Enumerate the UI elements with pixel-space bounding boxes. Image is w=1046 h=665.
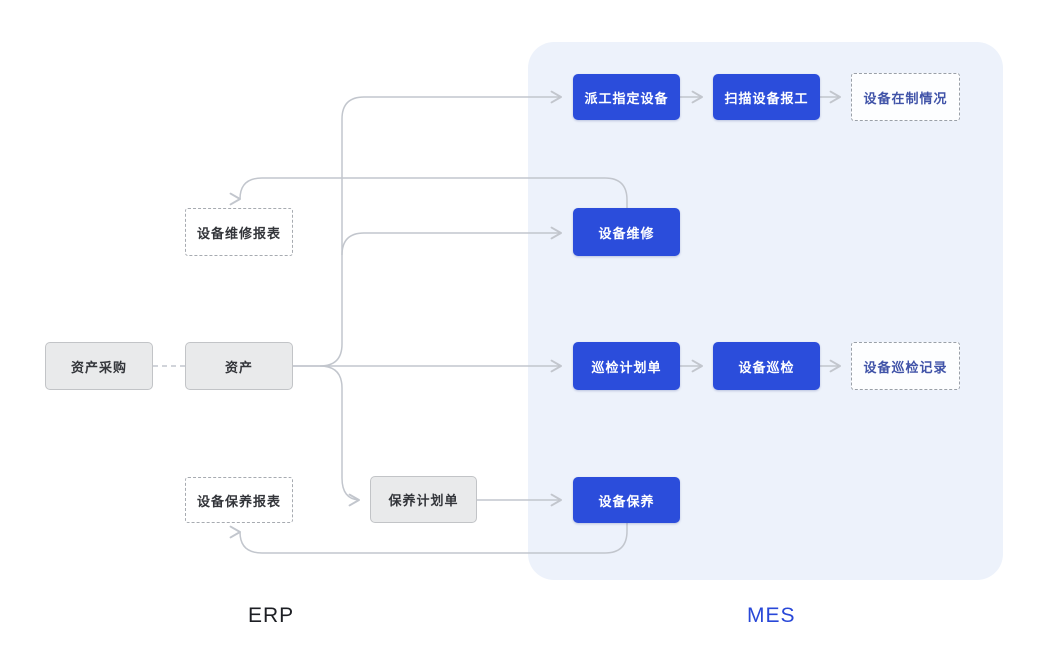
node-repair-report: 设备维修报表: [185, 208, 293, 256]
node-repair-report-label: 设备维修报表: [196, 225, 281, 241]
node-dispatch-assign-equipment: 派工指定设备: [573, 74, 680, 120]
node-repair-label: 设备维修: [598, 225, 655, 241]
node-inspection-record-label: 设备巡检记录: [863, 359, 948, 375]
node-equipment-wip-status: 设备在制情况: [851, 73, 960, 121]
node-dispatch-label: 派工指定设备: [584, 90, 669, 106]
node-scan-equipment-report: 扫描设备报工: [713, 74, 820, 120]
node-maintenance-report: 设备保养报表: [185, 477, 293, 523]
node-inspection-record: 设备巡检记录: [851, 342, 960, 390]
node-inspection-plan-label: 巡检计划单: [591, 359, 662, 375]
node-inspection-label: 设备巡检: [738, 359, 795, 375]
node-inspection-plan: 巡检计划单: [573, 342, 680, 390]
node-maintenance-plan: 保养计划单: [370, 476, 477, 523]
node-equipment-repair: 设备维修: [573, 208, 680, 256]
node-asset-purchase: 资产采购: [45, 342, 153, 390]
node-asset: 资产: [185, 342, 293, 390]
node-asset-purchase-label: 资产采购: [70, 359, 127, 375]
mes-zone-label: MES: [747, 604, 796, 627]
node-maintenance-label: 设备保养: [598, 493, 655, 509]
erp-zone-label: ERP: [248, 604, 295, 627]
node-scan-report-label: 扫描设备报工: [724, 90, 809, 106]
node-equipment-maintenance: 设备保养: [573, 477, 680, 523]
node-asset-label: 资产: [224, 359, 253, 375]
node-maintenance-report-label: 设备保养报表: [196, 493, 281, 509]
node-equipment-inspection: 设备巡检: [713, 342, 820, 390]
node-maintenance-plan-label: 保养计划单: [388, 493, 459, 508]
node-wip-status-label: 设备在制情况: [863, 90, 948, 106]
